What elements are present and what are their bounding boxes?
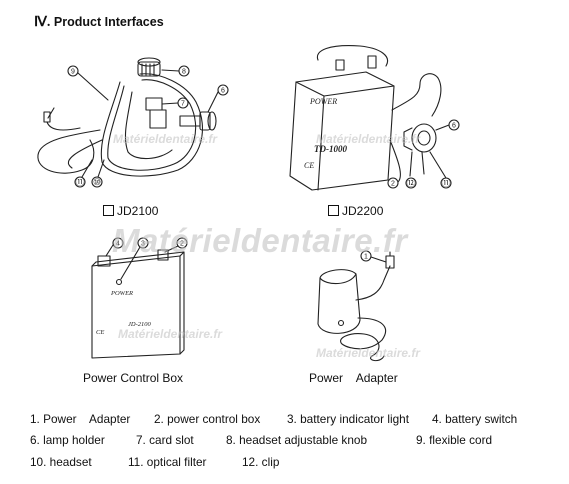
- caption-jd2200: JD2200: [328, 204, 383, 218]
- section-number: Ⅳ.: [34, 15, 51, 30]
- legend-item-6: 6. lamp holder: [30, 433, 105, 447]
- jd2200-model-label: TD-1000: [314, 144, 347, 154]
- legend-item-4: 4. battery switch: [432, 412, 518, 426]
- legend-item-1: 1. Power Adapter: [30, 412, 131, 426]
- watermark-small-2: Matérieldentaire.fr: [316, 132, 421, 146]
- watermark-small-4: Matérieldentaire.fr: [316, 346, 421, 360]
- watermark-small-3: Matérieldentaire.fr: [118, 327, 223, 341]
- checkbox-icon: [103, 205, 114, 216]
- callout-6-jd2200: 6: [452, 123, 456, 130]
- caption-power-control-box: Power Control Box: [83, 371, 184, 385]
- legend-item-2: 2. power control box: [154, 412, 261, 426]
- watermark-small-1: Matérieldentaire.fr: [113, 132, 218, 146]
- callout-10-jd2100: ⑩: [93, 177, 101, 187]
- callout-9-jd2100: 9: [71, 69, 75, 76]
- callout-12-jd2200: ⑫: [406, 178, 415, 188]
- box-model-label: JD-2100: [128, 321, 151, 328]
- power-adapter-drawing: [317, 250, 395, 362]
- watermark-main: Matérieldentaire.fr: [112, 222, 408, 259]
- legend-item-8: 8. headset adjustable knob: [226, 433, 368, 447]
- jd2200-power-label: POWER: [309, 97, 337, 106]
- callout-7-jd2100: 7: [181, 101, 185, 108]
- callout-1-adapter: 1: [364, 254, 368, 261]
- callout-2-box: 2: [180, 241, 184, 248]
- callout-8-jd2100: 8: [182, 69, 186, 76]
- legend-item-10: 10. headset: [30, 455, 92, 469]
- legend-item-3: 3. battery indicator light: [287, 412, 409, 426]
- legend-item-11: 11. optical filter: [128, 455, 207, 469]
- caption-power-adapter: Power Adapter: [309, 371, 398, 385]
- callout-11-jd2200: ⑪: [441, 178, 450, 188]
- callout-2-jd2200: 2: [391, 181, 395, 188]
- checkbox-icon: [328, 205, 339, 216]
- jd2200-ce-mark: CE: [304, 161, 314, 170]
- legend-item-12: 12. clip: [242, 455, 280, 469]
- box-ce-mark: CE: [96, 329, 104, 336]
- section-heading: Ⅳ. Product Interfaces: [34, 14, 164, 31]
- caption-jd2100: JD2100: [103, 204, 158, 218]
- box-power-label: POWER: [110, 290, 133, 297]
- callout-6-jd2100: 6: [221, 88, 225, 95]
- power-control-box-drawing: [91, 237, 188, 359]
- legend-item-9: 9. flexible cord: [416, 433, 493, 447]
- jd2200-drawing: [289, 45, 460, 191]
- callout-3-box: 3: [141, 241, 145, 248]
- callout-11-jd2100: ⑪: [75, 177, 84, 187]
- section-title: Product Interfaces: [53, 15, 164, 29]
- legend-item-7: 7. card slot: [136, 433, 194, 447]
- callout-4-box: 4: [116, 241, 120, 248]
- jd2100-headset-drawing: [37, 57, 229, 188]
